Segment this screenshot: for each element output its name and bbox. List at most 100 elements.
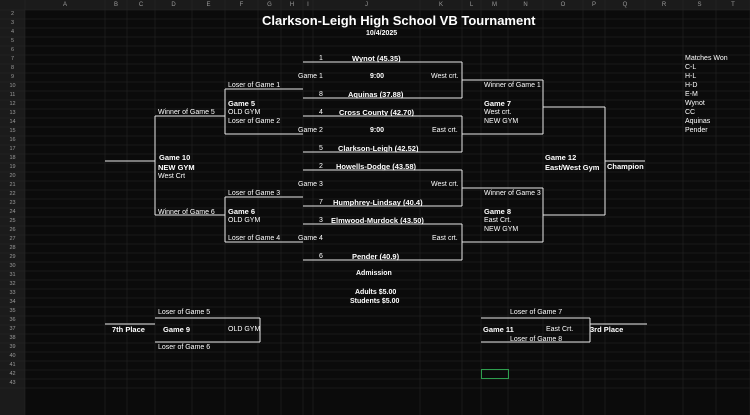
row-header[interactable]: 25 — [9, 218, 16, 224]
game-9-label: Game 9 — [163, 325, 191, 334]
row-header[interactable]: 9 — [10, 74, 15, 80]
tournament-date: 10/4/2025 — [366, 30, 398, 37]
row-header[interactable]: 4 — [10, 29, 15, 35]
column-header[interactable]: J — [365, 2, 368, 8]
column-header[interactable]: G — [267, 2, 272, 8]
seed-team: Aquinas (37.88) — [348, 90, 404, 99]
game-3-location: West crt. — [431, 181, 459, 188]
column-header[interactable]: D — [171, 2, 176, 8]
game-1-time: 9:00 — [370, 73, 385, 80]
row-header[interactable]: 43 — [9, 380, 16, 386]
row-header[interactable]: 13 — [9, 110, 16, 116]
row-header[interactable]: 8 — [10, 65, 15, 71]
row-header[interactable]: 41 — [9, 362, 16, 368]
row-header[interactable]: 19 — [9, 164, 16, 170]
column-header-bar[interactable]: A B C D E F G H I J K L M N O P Q R S T — [0, 0, 750, 10]
game-2-location: East crt. — [432, 127, 458, 134]
column-header[interactable]: S — [697, 2, 702, 8]
row-header[interactable]: 7 — [10, 56, 15, 62]
game-8-gym: NEW GYM — [484, 226, 519, 233]
row-header[interactable]: 14 — [9, 119, 16, 125]
row-header[interactable]: 30 — [9, 263, 16, 269]
column-header[interactable]: M — [492, 2, 497, 8]
column-header[interactable]: R — [661, 2, 667, 8]
row-header[interactable]: 11 — [9, 92, 16, 98]
seed-number: 4 — [319, 109, 323, 116]
row-header[interactable]: 34 — [9, 299, 16, 305]
matches-won-item: E-M — [685, 91, 698, 98]
column-header[interactable]: E — [206, 2, 211, 8]
seed-number: 2 — [319, 163, 323, 170]
game-5-label: Game 5 — [228, 99, 256, 108]
row-header[interactable]: 38 — [9, 335, 16, 341]
row-header[interactable]: 27 — [9, 236, 16, 242]
game-11-label: Game 11 — [483, 325, 514, 334]
game-1-location: West crt. — [431, 73, 459, 80]
game-1-label: Game 1 — [298, 73, 323, 80]
seed-team: Humphrey-Lindsay (40.4) — [333, 198, 423, 207]
row-header[interactable]: 18 — [9, 155, 16, 161]
row-header[interactable]: 21 — [9, 182, 16, 188]
row-header[interactable]: 40 — [9, 353, 16, 359]
row-header[interactable]: 12 — [9, 101, 16, 107]
game-10-label: Game 10 — [159, 153, 191, 162]
game-4-location: East crt. — [432, 235, 458, 242]
seed-number: 3 — [319, 217, 323, 224]
row-header[interactable]: 31 — [9, 272, 16, 278]
column-header[interactable]: N — [523, 2, 528, 8]
column-header[interactable]: B — [113, 2, 118, 8]
game-7-court: West crt. — [484, 109, 512, 116]
row-header[interactable]: 35 — [9, 308, 16, 314]
game-7-source-top: Winner of Game 1 — [484, 82, 541, 89]
active-cell-selection[interactable] — [481, 369, 509, 379]
row-header[interactable]: 36 — [9, 317, 16, 323]
column-header[interactable]: Q — [622, 2, 628, 8]
row-header[interactable]: 10 — [9, 83, 16, 89]
seed-team: Pender (40.9) — [352, 252, 400, 261]
row-header[interactable]: 3 — [10, 20, 15, 26]
column-header[interactable]: T — [731, 2, 735, 8]
row-header[interactable]: 22 — [9, 191, 16, 197]
seed-team: Elmwood-Murdock (43.50) — [331, 216, 424, 225]
row-header[interactable]: 24 — [9, 209, 16, 215]
game-6-gym: OLD GYM — [228, 217, 261, 224]
row-header[interactable]: 16 — [9, 137, 16, 143]
row-header[interactable]: 23 — [9, 200, 16, 206]
row-header[interactable]: 32 — [9, 281, 16, 287]
row-header[interactable]: 26 — [9, 227, 16, 233]
row-header[interactable]: 29 — [9, 254, 16, 260]
column-header[interactable]: C — [138, 2, 144, 8]
row-header[interactable]: 15 — [9, 128, 16, 134]
game-5-gym: OLD GYM — [228, 109, 261, 116]
game-10-court: West Crt — [158, 173, 186, 180]
column-header[interactable]: I — [307, 2, 309, 8]
game-12-court: East/West Gym — [545, 163, 600, 172]
row-header[interactable]: 17 — [9, 146, 16, 152]
game-12-label: Game 12 — [545, 153, 577, 162]
column-header[interactable]: H — [289, 2, 295, 8]
column-header[interactable]: A — [62, 2, 67, 8]
game-7-label: Game 7 — [484, 99, 512, 108]
champion-label: Champion — [607, 162, 644, 171]
row-header[interactable]: 39 — [9, 344, 16, 350]
game-11-court: East Crt. — [546, 326, 574, 333]
row-header[interactable]: 5 — [10, 38, 15, 44]
column-header[interactable]: F — [239, 2, 244, 8]
row-header[interactable]: 2 — [10, 11, 15, 17]
column-header[interactable]: L — [469, 2, 474, 8]
matches-won-title: Matches Won — [685, 55, 728, 62]
column-header[interactable]: K — [438, 2, 443, 8]
matches-won-item: Pender — [685, 127, 708, 134]
matches-won-item: CC — [685, 109, 696, 116]
row-header[interactable]: 33 — [9, 290, 16, 296]
row-header[interactable]: 20 — [9, 173, 16, 179]
column-header[interactable]: P — [591, 2, 596, 8]
row-header[interactable]: 37 — [9, 326, 16, 332]
column-header[interactable]: O — [560, 2, 566, 8]
row-header[interactable]: 6 — [10, 47, 15, 53]
row-header[interactable]: 42 — [9, 371, 16, 377]
game-6-source-bottom: Loser of Game 4 — [228, 235, 281, 242]
row-header[interactable]: 28 — [9, 245, 16, 251]
